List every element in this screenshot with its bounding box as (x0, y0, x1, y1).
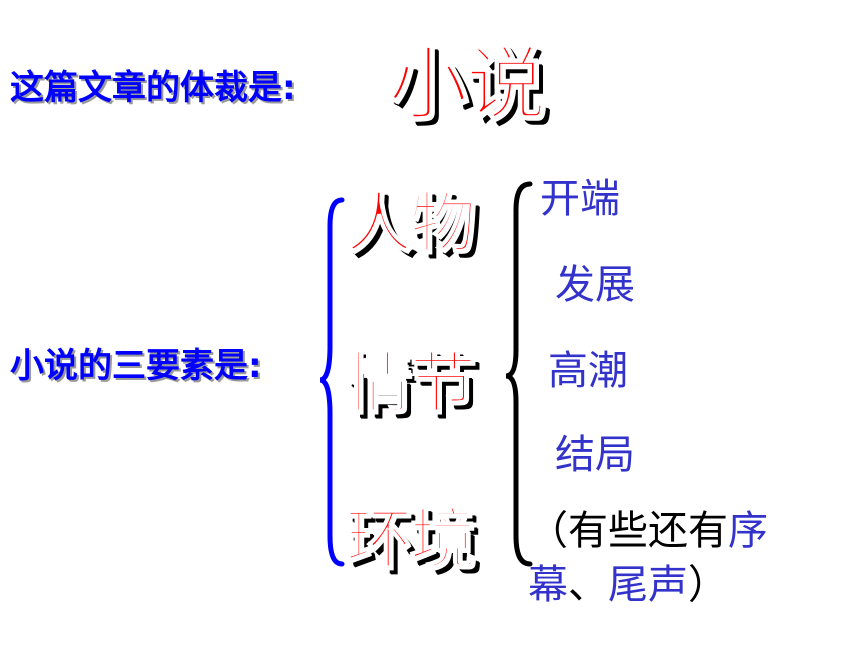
element-plot: 情节 (345, 344, 477, 423)
genre-question-label: 这篇文章的体裁是: (10, 68, 296, 108)
note-epilogue: 尾声 (608, 562, 688, 608)
element-character: 人物 (345, 184, 477, 263)
three-elements-label: 小说的三要素是: (10, 346, 262, 386)
optional-parts-note: （有些还有序幕、尾声） (528, 504, 828, 612)
left-brace-icon (319, 197, 345, 567)
stage-resolution: 结局 (555, 432, 635, 478)
element-setting: 环境 (345, 500, 477, 579)
note-open: （有些还有 (528, 508, 728, 554)
note-close: ） (688, 562, 728, 608)
stage-climax: 高潮 (548, 348, 628, 394)
genre-answer: 小说 (387, 37, 547, 132)
note-prologue: 序幕 (528, 508, 768, 608)
note-separator: 、 (568, 562, 608, 608)
plot-brace-icon (505, 181, 533, 567)
stage-rising-action: 发展 (555, 262, 635, 308)
stage-exposition: 开端 (540, 176, 620, 222)
